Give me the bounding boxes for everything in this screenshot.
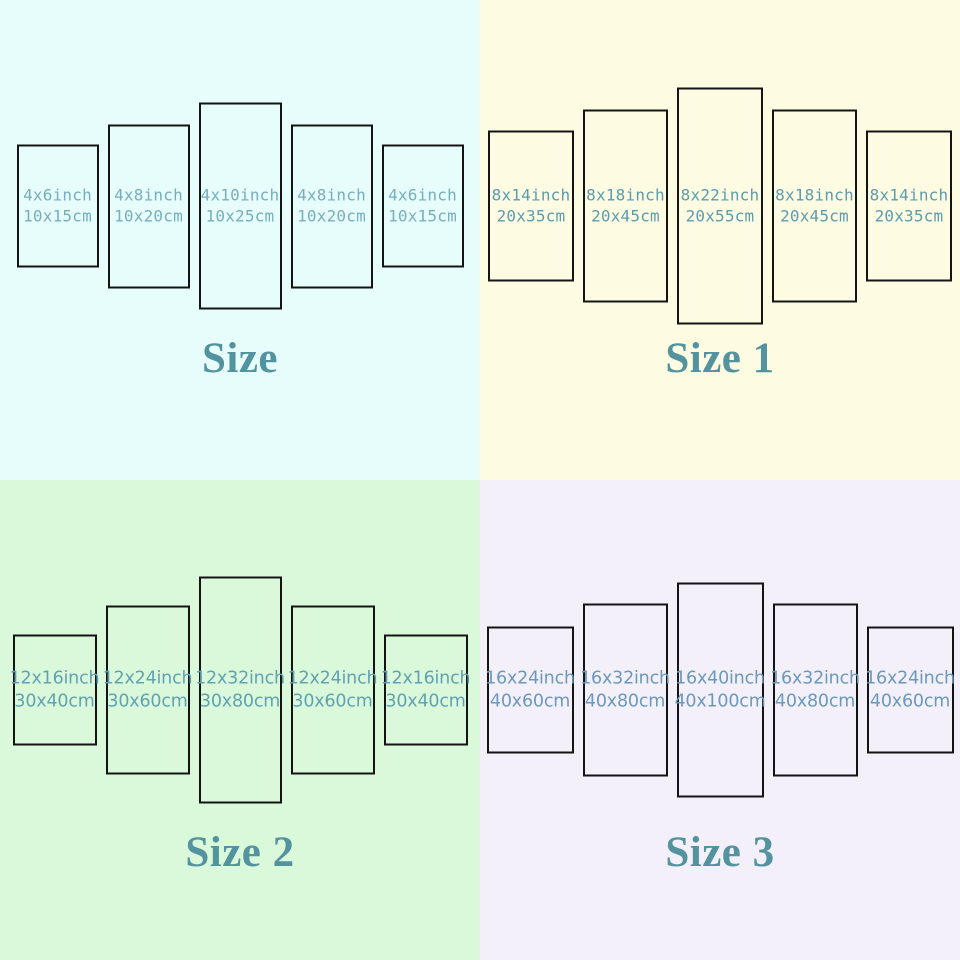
panel-size-label: 4x6inch 10x15cm [23, 186, 92, 227]
panel: 16x32inch 40x80cm [770, 603, 860, 777]
panel-size-label: 8x22inch 20x55cm [681, 186, 760, 227]
panel-size-cm: 30x60cm [292, 691, 373, 711]
quadrant-title: Size 2 [185, 829, 295, 876]
panel-size-label: 4x10inch 10x25cm [201, 186, 280, 227]
panel-size-cm: 10x25cm [205, 206, 275, 225]
panel-size-inch: 12x16inch [9, 668, 100, 689]
panel-size-label: 12x16inch 30x40cm [381, 668, 471, 713]
panel: 8x14inch 20x35cm [488, 130, 574, 282]
quadrant-title: Size 3 [665, 829, 775, 876]
quadrant-size-2: 12x16inch 30x40cm 12x24inch 30x60cm 12x3… [0, 480, 480, 960]
panel-size-label: 12x32inch 30x80cm [195, 668, 285, 713]
panels-row: 16x24inch 40x60cm 16x32inch 40x80cm 16x4… [480, 582, 960, 798]
panel: 8x22inch 20x55cm [677, 87, 763, 325]
panel-size-cm: 40x80cm [584, 691, 666, 711]
panel: 12x24inch 30x60cm [288, 605, 378, 775]
panel-size-label: 16x40inch 40x100cm [674, 668, 765, 713]
panel-size-inch: 4x6inch [388, 185, 457, 205]
panel: 16x40inch 40x100cm [674, 582, 766, 798]
panel-size-inch: 16x24inch [865, 668, 955, 689]
panel: 4x6inch 10x15cm [381, 144, 464, 268]
panel-size-inch: 16x24inch [485, 668, 575, 689]
panel-size-inch: 4x10inch [200, 185, 280, 205]
quadrant-size-1: 8x14inch 20x35cm 8x18inch 20x45cm 8x22in… [480, 0, 960, 480]
quadrant-size: 4x6inch 10x15cm 4x8inch 10x20cm 4x10inch… [0, 0, 480, 480]
panel-size-inch: 16x32inch [770, 668, 860, 689]
panel-size-cm: 10x20cm [114, 206, 183, 225]
panel-size-cm: 30x80cm [199, 691, 281, 711]
panel-size-cm: 40x100cm [674, 691, 766, 711]
panel: 8x18inch 20x45cm [583, 109, 668, 303]
panel-size-label: 12x24inch 30x60cm [103, 668, 193, 713]
panel-size-cm: 20x35cm [874, 206, 944, 225]
panel: 12x32inch 30x80cm [195, 576, 285, 804]
panel: 8x14inch 20x35cm [866, 130, 952, 282]
panel-size-cm: 10x15cm [388, 206, 457, 225]
panel-size-cm: 20x45cm [780, 206, 849, 225]
panel-size-inch: 16x32inch [580, 668, 670, 689]
panel: 4x10inch 10x25cm [198, 102, 282, 310]
panel-size-label: 4x6inch 10x15cm [388, 186, 457, 227]
panel-size-label: 16x32inch 40x80cm [770, 668, 860, 713]
panel-size-cm: 40x60cm [489, 691, 571, 711]
panel: 8x18inch 20x45cm [772, 109, 857, 303]
panel-size-inch: 8x14inch [491, 185, 571, 205]
panel-size-inch: 4x8inch [114, 185, 183, 205]
panel-size-label: 12x16inch 30x40cm [10, 668, 100, 713]
panel: 4x8inch 10x20cm [290, 124, 373, 288]
panel-size-cm: 20x45cm [591, 206, 660, 225]
panel-size-inch: 12x24inch [102, 668, 193, 689]
panel: 16x24inch 40x60cm [485, 626, 575, 754]
panel-size-label: 8x18inch 20x45cm [586, 186, 665, 227]
panel-size-inch: 4x8inch [297, 185, 366, 205]
panel-size-label: 16x24inch 40x60cm [865, 668, 955, 713]
panel: 12x24inch 30x60cm [103, 605, 193, 775]
panel-size-cm: 20x55cm [685, 206, 755, 225]
panels-row: 4x6inch 10x15cm 4x8inch 10x20cm 4x10inch… [0, 102, 480, 310]
panel-size-cm: 40x80cm [774, 691, 856, 711]
quadrant-title: Size [201, 335, 279, 382]
panel-size-label: 16x24inch 40x60cm [485, 668, 575, 713]
panel: 12x16inch 30x40cm [381, 634, 471, 746]
panel-size-label: 4x8inch 10x20cm [114, 186, 183, 227]
panel-size-cm: 30x60cm [107, 691, 188, 711]
panel-size-label: 16x32inch 40x80cm [580, 668, 670, 713]
panel-size-cm: 10x15cm [23, 206, 92, 225]
quadrant-title: Size 1 [665, 335, 775, 382]
panel-size-inch: 8x18inch [586, 185, 665, 205]
panel: 16x32inch 40x80cm [580, 603, 670, 777]
panel-size-label: 8x14inch 20x35cm [492, 186, 571, 227]
quadrant-size-3: 16x24inch 40x60cm 16x32inch 40x80cm 16x4… [480, 480, 960, 960]
panel-size-inch: 8x14inch [869, 185, 949, 205]
panel: 16x24inch 40x60cm [865, 626, 955, 754]
panel-size-cm: 10x20cm [297, 206, 366, 225]
panel-size-inch: 12x16inch [380, 668, 471, 689]
panel: 4x6inch 10x15cm [16, 144, 99, 268]
panel-size-inch: 12x24inch [287, 668, 378, 689]
panel: 12x16inch 30x40cm [10, 634, 100, 746]
panel-size-label: 12x24inch 30x60cm [288, 668, 378, 713]
panel-size-inch: 12x32inch [195, 668, 285, 689]
panel-size-inch: 4x6inch [23, 185, 92, 205]
panel-size-cm: 20x35cm [496, 206, 566, 225]
panel-size-label: 8x14inch 20x35cm [870, 186, 949, 227]
panel-size-cm: 40x60cm [869, 691, 951, 711]
panel-size-label: 8x18inch 20x45cm [775, 186, 854, 227]
panel-size-inch: 8x22inch [680, 185, 760, 205]
panel-size-label: 4x8inch 10x20cm [297, 186, 366, 227]
panels-row: 8x14inch 20x35cm 8x18inch 20x45cm 8x22in… [480, 87, 960, 325]
panel-size-cm: 30x40cm [385, 691, 466, 711]
panel-size-inch: 16x40inch [675, 668, 765, 689]
panel-size-inch: 8x18inch [775, 185, 854, 205]
panels-row: 12x16inch 30x40cm 12x24inch 30x60cm 12x3… [0, 576, 480, 804]
panel-size-cm: 30x40cm [14, 691, 95, 711]
panel: 4x8inch 10x20cm [107, 124, 190, 288]
